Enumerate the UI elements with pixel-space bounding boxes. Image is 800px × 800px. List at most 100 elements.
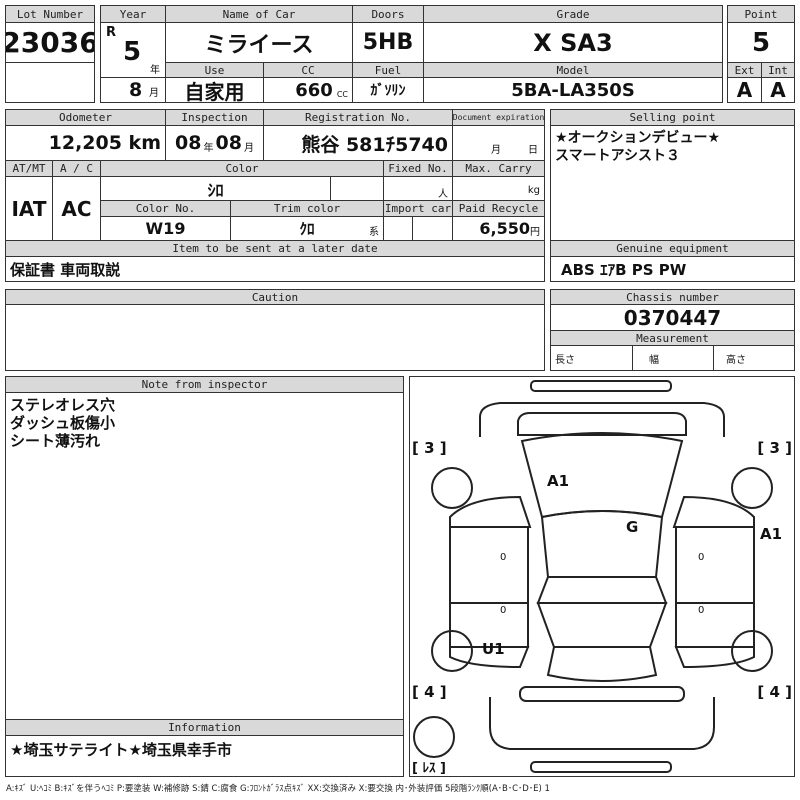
use-label: Use: [165, 62, 264, 78]
fixed-no-label: Fixed No.: [383, 160, 453, 177]
inspection-month: 08: [215, 132, 242, 154]
year-value: 5: [123, 37, 142, 67]
max-carry-unit: kg: [452, 176, 545, 201]
car-outline-icon: [413, 380, 773, 773]
color-extra: [330, 176, 384, 201]
year-unit: 年: [150, 65, 160, 76]
inspection-label: Inspection: [165, 109, 264, 126]
point-value: 5: [727, 22, 795, 63]
information-label: Information: [5, 719, 404, 736]
trim-color: ｸﾛ: [299, 220, 315, 238]
inspection-year: 08: [175, 132, 202, 154]
name-of-car-label: Name of Car: [165, 5, 353, 23]
mark-right-front: A1: [760, 525, 783, 543]
inspection-year-unit: 年: [203, 142, 214, 154]
ext-label: Ext: [727, 62, 762, 78]
use: 自家用: [165, 77, 264, 103]
width-label: 幅: [632, 345, 714, 371]
car-diagram: [ 3 ] [ 3 ] [ 4 ] [ 4 ] [ ﾚｽ ] A1 G A1 U…: [409, 376, 795, 777]
fixed-no-unit: 人: [383, 176, 453, 201]
front-right-tire-grade: [ 3 ]: [757, 439, 792, 457]
paid-recycle-label: Paid Recycle: [452, 200, 545, 217]
doc-expiration-cell: 月 日: [452, 125, 545, 161]
zero-mark: 0: [698, 552, 705, 563]
int-grade: A: [761, 77, 795, 103]
cc-cell: 660 CC: [263, 77, 353, 103]
height-label: 高さ: [713, 345, 795, 371]
grade-label: Grade: [423, 5, 723, 23]
later-items-label: Item to be sent at a later date: [5, 240, 545, 257]
import-car-b: [412, 216, 453, 241]
doors-label: Doors: [352, 5, 424, 23]
genuine-equipment: ABS ｴｱB PS PW: [550, 256, 795, 282]
era: R: [106, 25, 117, 40]
doc-month-unit: 月: [491, 145, 501, 156]
trim-color-unit: 系: [369, 227, 379, 238]
paid-recycle-unit: 円: [530, 227, 540, 238]
doc-day-unit: 日: [528, 145, 538, 156]
color-no: W19: [100, 216, 231, 241]
inspector-note: ステレオレス穴 ダッシュ板傷小 シート薄汚れ: [5, 392, 404, 720]
legend: A:ｷｽﾞ U:ﾍｺﾐ B:ｷｽﾞを伴うﾍｺﾐ P:要塗装 W:補修跡 S:錆 …: [6, 784, 550, 794]
lot-number: 23036: [5, 22, 95, 63]
point-label: Point: [727, 5, 795, 23]
ac: AC: [52, 176, 101, 241]
inspection-month-unit: 月: [243, 142, 254, 154]
doors: 5HB: [352, 22, 424, 63]
length-label: 長さ: [550, 345, 633, 371]
odometer: 12,205 km: [5, 125, 166, 161]
mark-hood: A1: [547, 472, 570, 490]
lot-blank: [5, 62, 95, 103]
paid-recycle-cell: 6,550 円: [452, 216, 545, 241]
trim-color-label: Trim color: [230, 200, 384, 217]
mark-left-rear: U1: [482, 640, 505, 658]
lot-number-label: Lot Number: [5, 5, 95, 23]
model: 5BA-LA350S: [423, 77, 723, 103]
import-car-label: Import car: [383, 200, 453, 217]
registration-label: Registration No.: [263, 109, 453, 126]
information: ★埼玉サテライト★埼玉県幸手市: [5, 735, 404, 777]
mark-windshield: G: [626, 518, 639, 536]
selling-point-label: Selling point: [550, 109, 795, 126]
genuine-equipment-label: Genuine equipment: [550, 240, 795, 257]
fuel-label: Fuel: [352, 62, 424, 78]
registration: 熊谷 581ﾁ5740: [263, 125, 453, 161]
model-label: Model: [423, 62, 723, 78]
selling-point: ★オークションデビュー★ スマートアシスト３: [550, 125, 795, 241]
chassis-number: 0370447: [550, 304, 795, 331]
front-left-tire-grade: [ 3 ]: [412, 439, 447, 457]
spare-tire: [ ﾚｽ ]: [412, 761, 446, 776]
caution: [5, 304, 545, 371]
rear-left-tire-grade: [ 4 ]: [412, 683, 447, 701]
chassis-label: Chassis number: [550, 289, 795, 305]
measurement-label: Measurement: [550, 330, 795, 346]
month-cell: 8 月: [100, 77, 166, 103]
color-no-label: Color No.: [100, 200, 231, 217]
month-unit: 月: [149, 88, 159, 99]
ext-grade: A: [727, 77, 762, 103]
doc-expiration-label: Document expiration: [452, 109, 545, 126]
month-value: 8: [129, 79, 143, 101]
inspection-cell: 08 年 08 月: [165, 125, 264, 161]
odometer-label: Odometer: [5, 109, 166, 126]
cc-label: CC: [263, 62, 353, 78]
zero-mark: 0: [698, 605, 705, 616]
inspector-note-label: Note from inspector: [5, 376, 404, 393]
import-car-a: [383, 216, 413, 241]
caution-label: Caution: [5, 289, 545, 305]
cc-value: 660: [295, 79, 333, 101]
rear-right-tire-grade: [ 4 ]: [757, 683, 792, 701]
cc-unit: CC: [336, 89, 348, 99]
color: ｼﾛ: [100, 176, 331, 201]
color-label: Color: [100, 160, 384, 177]
int-label: Int: [761, 62, 795, 78]
ac-label: A / C: [52, 160, 101, 177]
zero-mark: 0: [500, 605, 507, 616]
name-of-car: ミライース: [165, 22, 353, 63]
trim-color-cell: ｸﾛ 系: [230, 216, 384, 241]
atmt-label: AT/MT: [5, 160, 53, 177]
later-items: 保証書 車両取説: [5, 256, 545, 282]
grade: X SA3: [423, 22, 723, 63]
fuel: ｶﾞｿﾘﾝ: [352, 77, 424, 103]
paid-recycle: 6,550: [479, 219, 530, 238]
